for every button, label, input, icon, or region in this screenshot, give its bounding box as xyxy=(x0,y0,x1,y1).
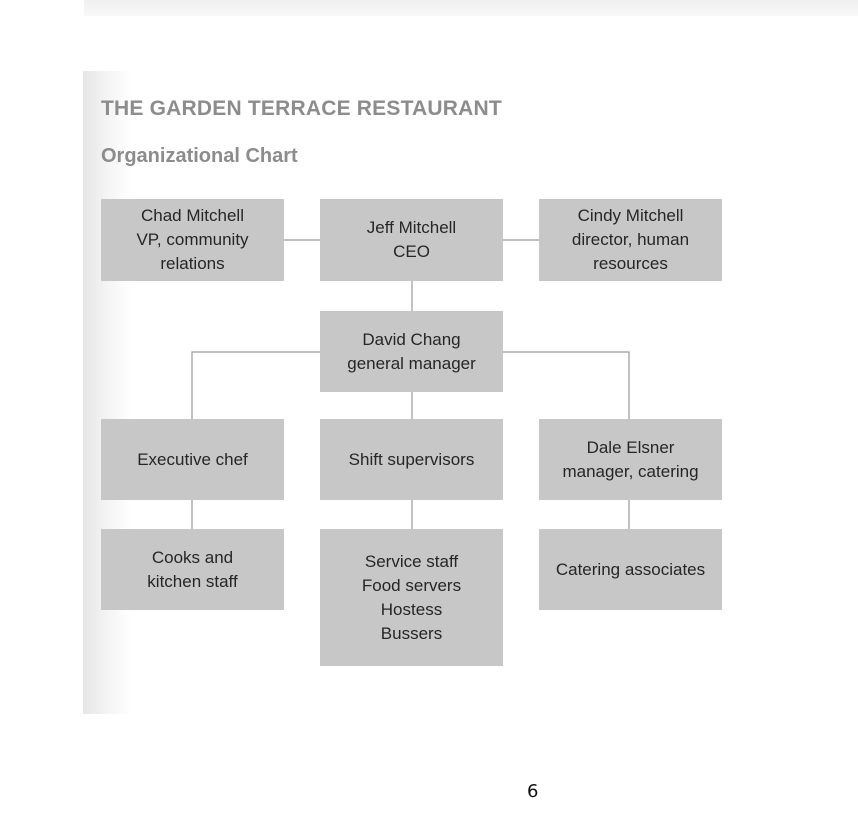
node-cooks-kitchen-staff: Cooks and kitchen staff xyxy=(101,529,284,610)
node-line: Shift supervisors xyxy=(348,449,475,469)
node-line: general manager xyxy=(347,353,476,373)
top-page-edge xyxy=(84,0,858,16)
node-line: kitchen staff xyxy=(147,571,238,591)
node-jeff-mitchell: Jeff Mitchell CEO xyxy=(320,199,503,281)
node-line: Jeff Mitchell xyxy=(366,218,457,237)
node-line: manager, catering xyxy=(562,461,699,481)
node-line: David Chang xyxy=(362,329,461,349)
node-service-staff: Service staff Food servers Hostess Busse… xyxy=(320,529,503,666)
node-david-chang: David Chang general manager xyxy=(320,311,503,392)
connector-david-dale xyxy=(503,351,630,419)
node-line: Food servers xyxy=(361,575,462,595)
page-title: THE GARDEN TERRACE RESTAURANT xyxy=(101,97,502,120)
node-line: Chad Mitchell xyxy=(141,206,244,225)
page-number: 6 xyxy=(527,781,539,802)
node-line: Cooks and xyxy=(151,547,234,567)
node-line: Bussers xyxy=(380,623,443,643)
node-line: resources xyxy=(593,254,668,273)
node-dale-elsner: Dale Elsner manager, catering xyxy=(539,419,722,500)
node-line: Service staff xyxy=(364,551,459,571)
connector-david-exec-chef xyxy=(191,351,320,419)
node-chad-mitchell: Chad Mitchell VP, community relations xyxy=(101,199,284,281)
node-line: CEO xyxy=(393,242,430,261)
node-line: relations xyxy=(160,254,225,273)
node-line: Cindy Mitchell xyxy=(577,206,684,225)
node-executive-chef: Executive chef xyxy=(101,419,284,500)
node-shift-supervisors: Shift supervisors xyxy=(320,419,503,500)
node-line: Hostess xyxy=(380,599,443,619)
node-cindy-mitchell: Cindy Mitchell director, human resources xyxy=(539,199,722,281)
node-line: VP, community xyxy=(136,230,249,249)
node-line: director, human xyxy=(571,230,690,249)
chart-subtitle: Organizational Chart xyxy=(101,145,298,167)
node-catering-associates: Catering associates xyxy=(539,529,722,610)
node-line: Catering associates xyxy=(555,559,706,579)
node-line: Executive chef xyxy=(137,449,248,469)
node-line: Dale Elsner xyxy=(586,437,675,457)
